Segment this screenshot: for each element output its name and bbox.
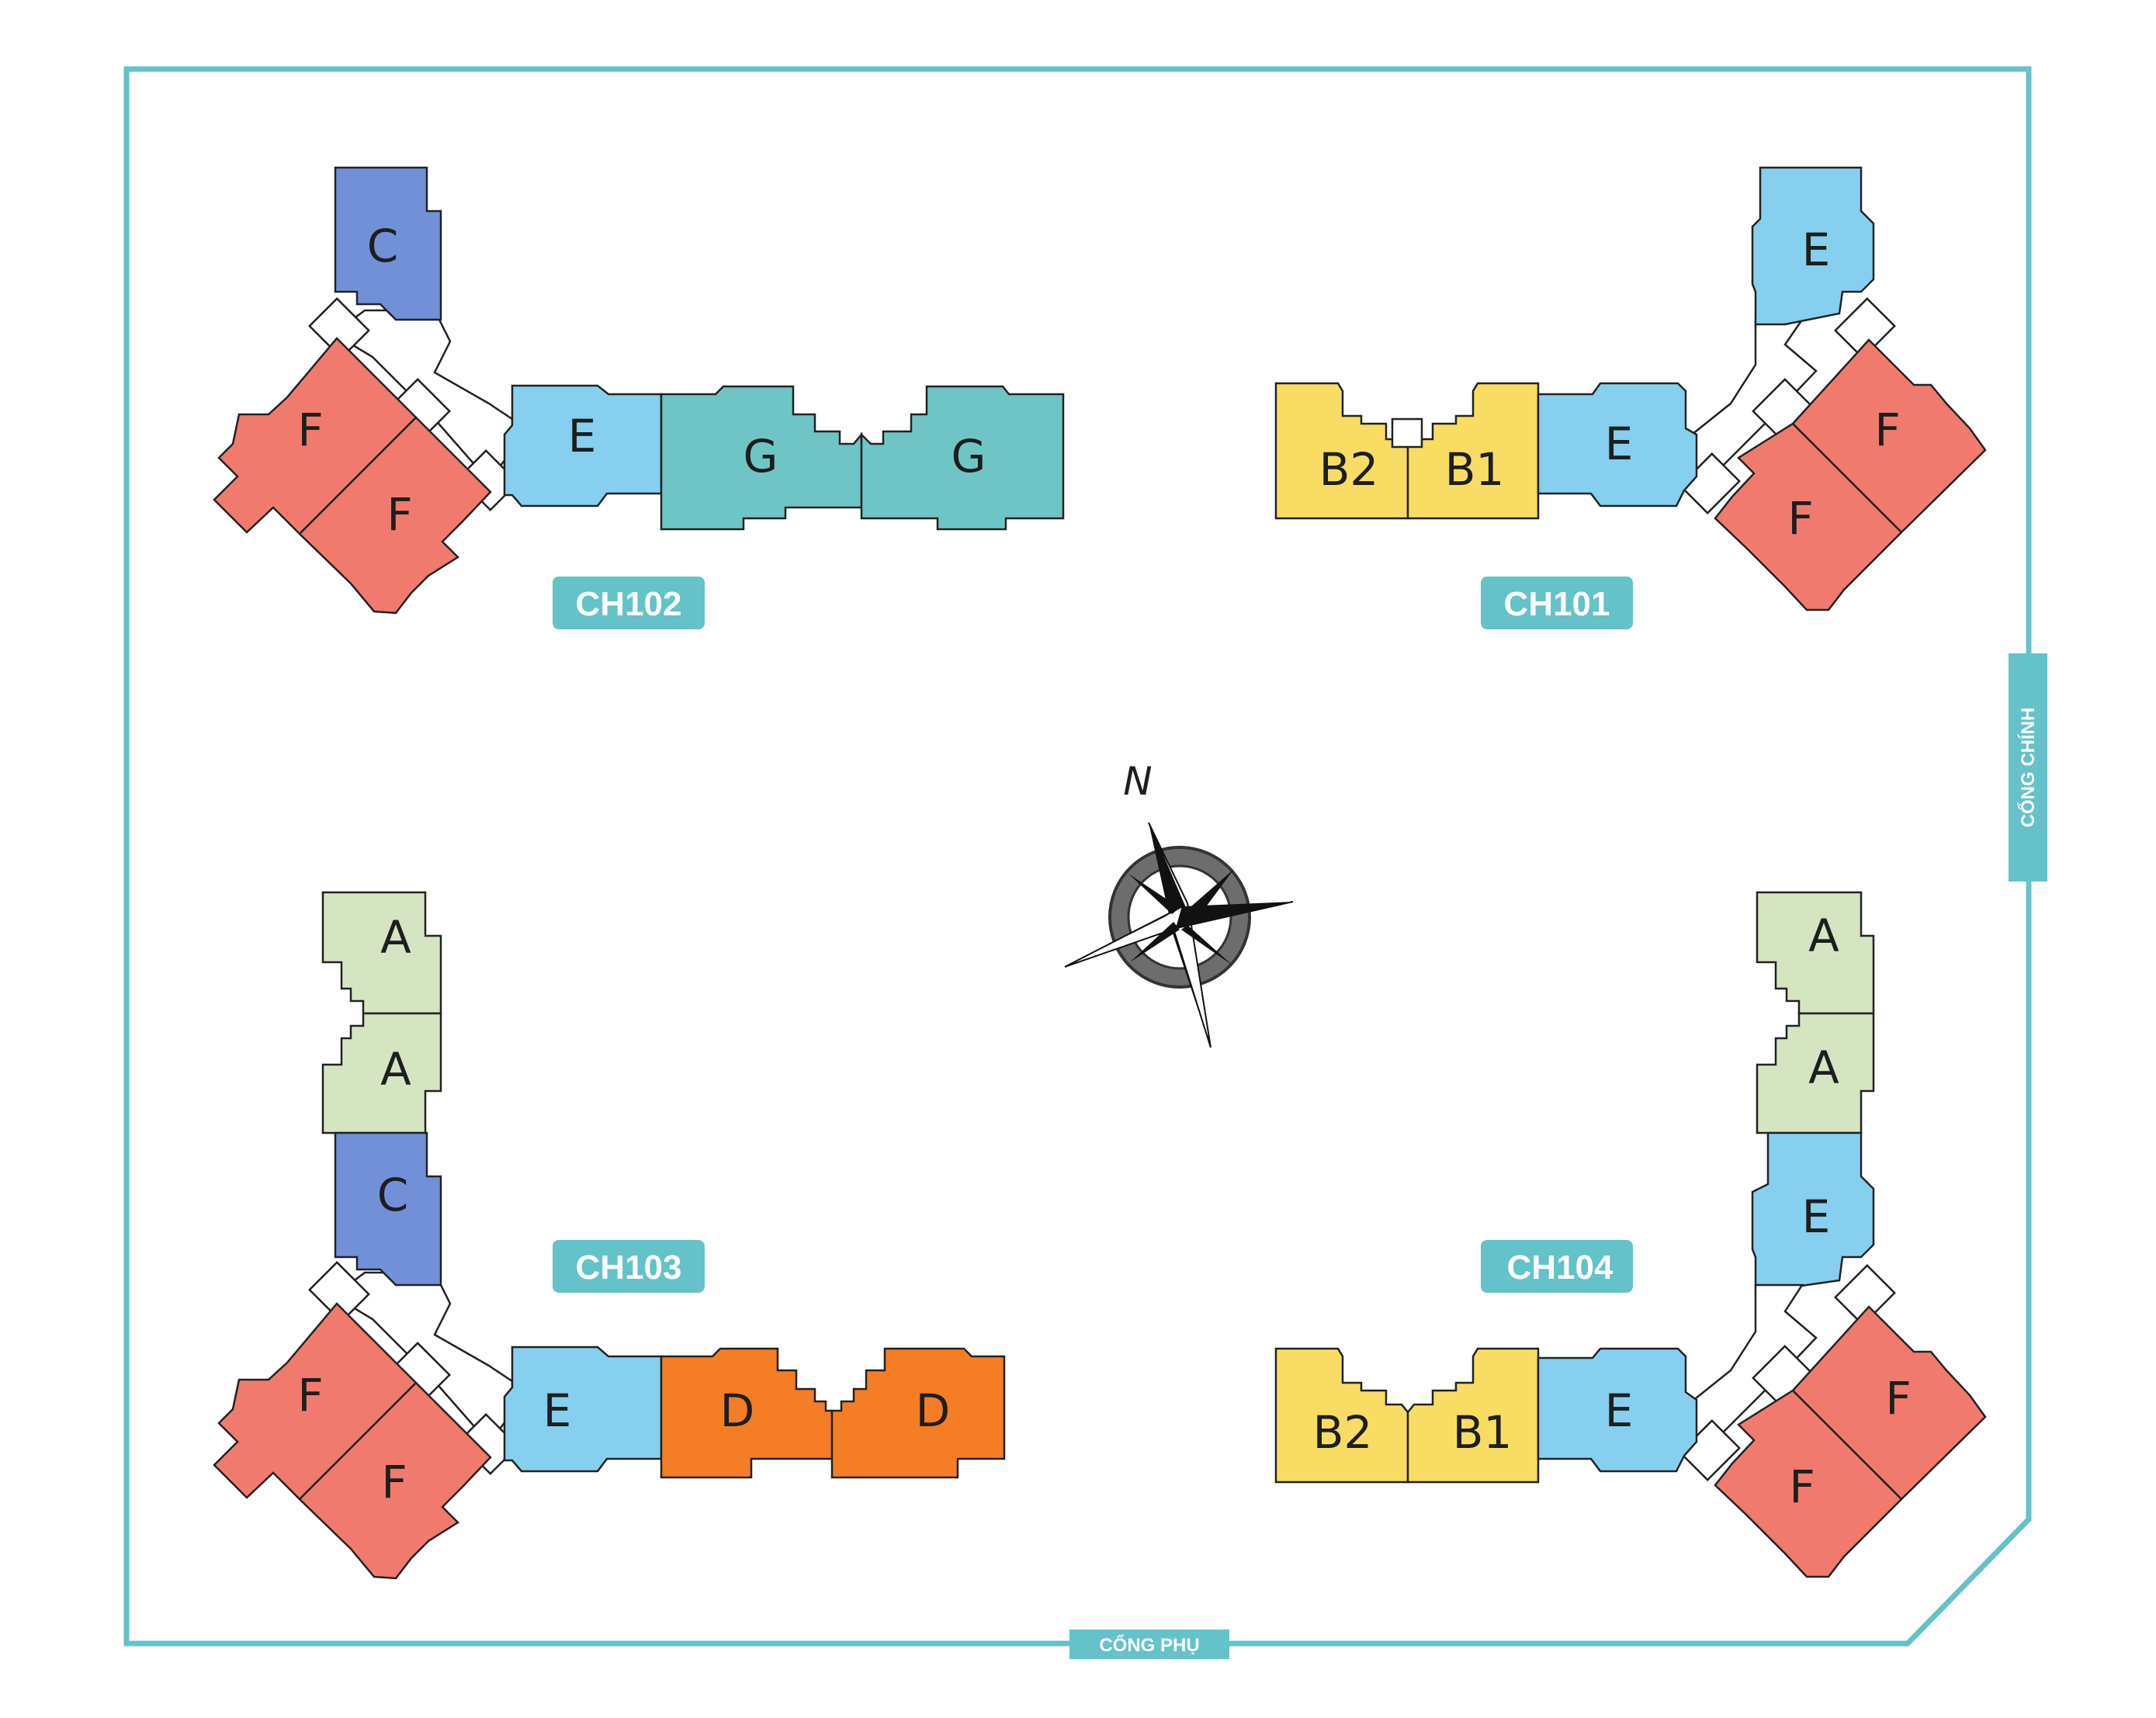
ch102-unit-f1-label: F — [297, 404, 323, 456]
main-gate-label: CỔNG CHÍNH — [2017, 708, 2039, 828]
ch102-unit-e — [503, 384, 663, 507]
ch102-label: CH102 — [576, 585, 682, 623]
main-gate: CỔNG CHÍNH — [2009, 653, 2047, 882]
ch104-unit-a2 — [1756, 1012, 1875, 1134]
ch102-unit-g1 — [660, 385, 863, 531]
ch101-label: CH101 — [1504, 585, 1610, 623]
ch104-unit-a2-label: A — [1808, 1041, 1839, 1094]
ch104-unit-a1 — [1756, 891, 1875, 1015]
ch101-unit-f2 — [1714, 422, 1903, 611]
ch102-unit-c-label: C — [367, 220, 399, 272]
ch104-label-badge — [1481, 1240, 1633, 1293]
ch104-unit-e2 — [1537, 1347, 1698, 1473]
ch101-unit-e2-label: E — [1605, 417, 1634, 470]
ch102-unit-g2-label: G — [951, 430, 986, 483]
compass-needle-east-light — [1176, 901, 1294, 929]
ch102-stair-1 — [308, 297, 370, 359]
ch103-unit-f2-label: F — [381, 1456, 407, 1508]
tower-ch104: A A E B2 B1 E F F CH104 — [1274, 891, 1987, 1578]
ch103-unit-e — [503, 1346, 663, 1473]
compass-point-nw — [1128, 874, 1180, 914]
site-boundary — [123, 66, 2032, 1647]
ch103-unit-a1 — [321, 891, 442, 1015]
ch104-stair-1 — [1834, 1264, 1896, 1326]
ch103-unit-d1-label: D — [720, 1384, 755, 1437]
ch103-unit-a2-label: A — [380, 1043, 411, 1096]
ch101-unit-b2-label: B2 — [1319, 443, 1379, 496]
ch102-unit-e-label: E — [568, 410, 597, 462]
ch101-unit-e2 — [1537, 382, 1698, 507]
compass-point-ne — [1186, 869, 1234, 923]
ch104-unit-f1-label: F — [1885, 1372, 1911, 1425]
ch101-label-badge — [1481, 577, 1633, 629]
ch101-unit-b1-label: B1 — [1445, 443, 1505, 496]
ch102-unit-g1-label: G — [744, 430, 778, 483]
ch101-unit-b1 — [1406, 382, 1540, 520]
tower-ch102: C F F E G G CH102 — [213, 166, 1065, 629]
ch103-unit-a2 — [321, 1012, 442, 1134]
ch103-unit-f1-label: F — [297, 1369, 323, 1422]
ch103-unit-e-label: E — [543, 1384, 572, 1437]
ch101-stair-1 — [1834, 297, 1896, 359]
ch102-label-badge — [553, 577, 705, 629]
ch104-label: CH104 — [1507, 1249, 1614, 1287]
compass-needle-west-dark — [1065, 906, 1183, 967]
side-gate-badge — [1069, 1630, 1229, 1659]
compass-north-label: N — [1123, 759, 1152, 804]
ch103-unit-d2-label: D — [916, 1384, 951, 1437]
ch103-unit-a1-label: A — [380, 911, 411, 964]
ch103-unit-c — [334, 1131, 442, 1287]
ch102-unit-f2-label: F — [386, 488, 412, 541]
ch101-unit-f2-label: F — [1787, 492, 1813, 545]
ch101-unit-e1 — [1751, 166, 1875, 326]
ch101-unit-f1-label: F — [1874, 404, 1900, 456]
ch103-stair-1 — [308, 1261, 370, 1323]
ch102-unit-f2 — [298, 416, 492, 615]
tower-ch101: B2 B1 E E F F CH101 — [1274, 166, 1987, 629]
ch103-unit-c-label: C — [377, 1169, 409, 1221]
ch103-label-badge — [553, 1240, 705, 1293]
ch104-connector — [1690, 1283, 1818, 1450]
ch104-unit-b1 — [1406, 1347, 1540, 1484]
main-gate-badge — [2009, 653, 2047, 882]
ch101-unit-e1-label: E — [1802, 223, 1831, 276]
compass-rose: N — [1064, 759, 1294, 1048]
ch103-unit-f2 — [298, 1381, 492, 1580]
ch104-unit-e2-label: E — [1605, 1384, 1634, 1437]
ch104-unit-e1-label: E — [1802, 1190, 1831, 1243]
side-gate: CỔNG PHỤ — [1069, 1630, 1229, 1659]
ch102-unit-g2 — [860, 385, 1065, 531]
ch104-unit-a1-label: A — [1808, 909, 1839, 962]
compass-point-se — [1181, 925, 1232, 965]
ch104-unit-b1-label: B1 — [1453, 1406, 1513, 1459]
ch104-unit-b2-label: B2 — [1313, 1406, 1373, 1459]
ch103-unit-d1 — [660, 1347, 834, 1479]
ch104-unit-e1 — [1751, 1131, 1875, 1290]
ch104-unit-f2 — [1714, 1389, 1903, 1578]
ch103-label: CH103 — [576, 1249, 682, 1287]
ch101-core — [1391, 417, 1423, 449]
ch101-connector — [1690, 318, 1818, 483]
ch103-unit-d2 — [830, 1347, 1006, 1479]
tower-ch103: A A C F F E D D CH103 — [213, 891, 1006, 1580]
side-gate-label: CỔNG PHỤ — [1099, 1634, 1199, 1656]
compass-needle-south-dark — [1169, 914, 1211, 1048]
ch102-unit-c — [334, 166, 442, 321]
ch104-unit-f2-label: F — [1789, 1460, 1815, 1513]
compass-point-sw — [1130, 922, 1180, 962]
